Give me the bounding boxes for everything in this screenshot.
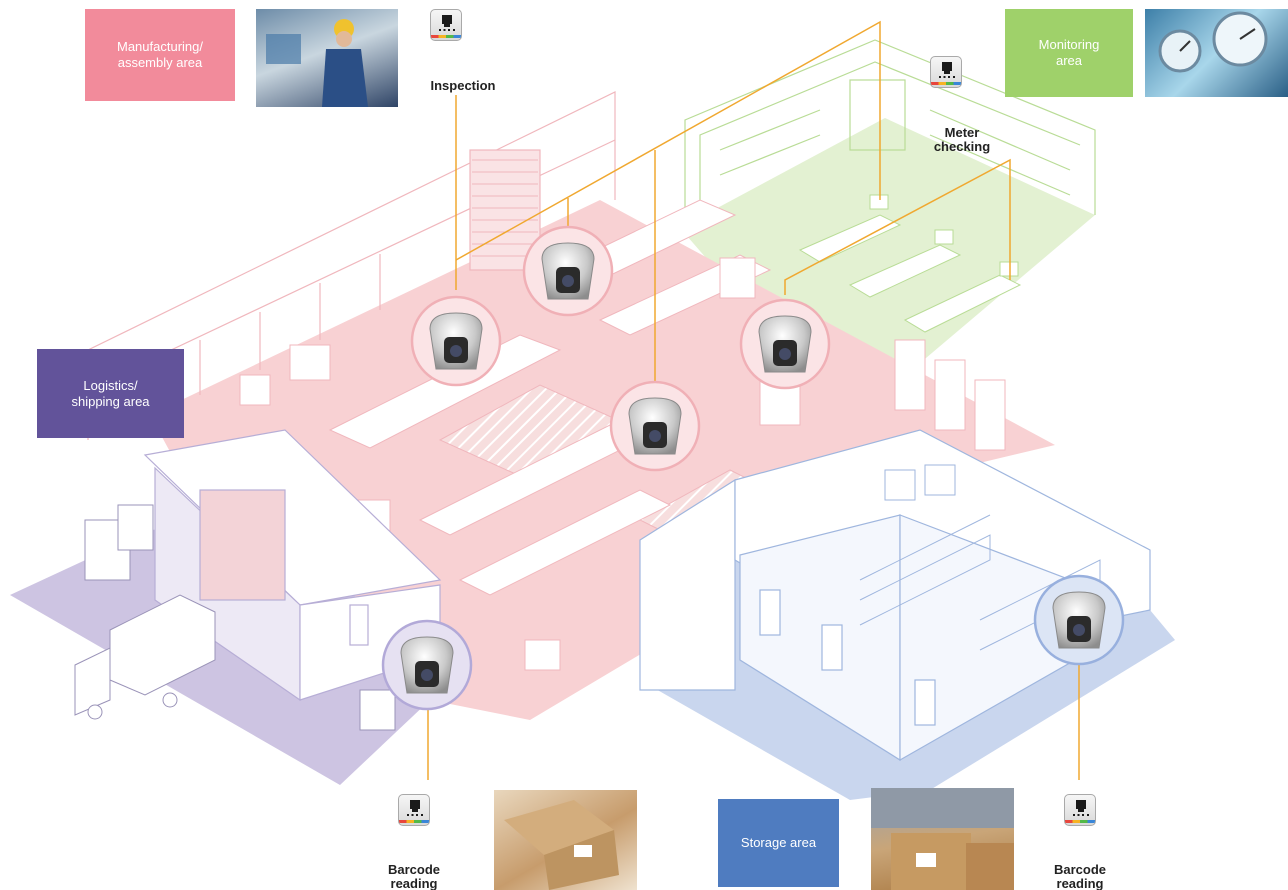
ptz-camera-icon [522, 225, 614, 317]
pallet-stacks [84, 504, 396, 731]
worker-photo [256, 9, 398, 107]
monitor-icon [398, 794, 430, 826]
monitor-icon [1064, 794, 1096, 826]
connector-lines [427, 20, 1080, 780]
warehouse-boxes-photo [871, 788, 1014, 890]
logistics-area-label: Logistics/ shipping area [37, 349, 184, 438]
truck [74, 594, 216, 720]
monitor-icon [930, 56, 962, 88]
monitoring-desks [798, 194, 1022, 333]
ptz-camera-icon [609, 380, 701, 472]
manufacturing-area-label: Manufacturing/ assembly area [85, 9, 235, 101]
logistics-building [143, 429, 442, 702]
barcode-reading-caption: Barcode reading [387, 862, 441, 890]
meter-checking-caption: Meter checking [933, 125, 991, 154]
ptz-camera-icon [1033, 574, 1125, 666]
storage-area-label: Storage area [718, 799, 839, 887]
pressure-gauges-photo [1145, 9, 1288, 97]
ptz-camera-icon [381, 619, 473, 711]
cardboard-boxes-photo [494, 790, 637, 890]
inspection-caption: Inspection [430, 78, 496, 93]
monitor-icon [430, 9, 462, 41]
ptz-camera-icon [739, 298, 831, 390]
monitoring-area-label: Monitoring area [1005, 9, 1133, 97]
monitoring-room-walls [684, 39, 1096, 220]
barcode-reading-caption: Barcode reading [1053, 862, 1107, 890]
ptz-camera-icon [410, 295, 502, 387]
